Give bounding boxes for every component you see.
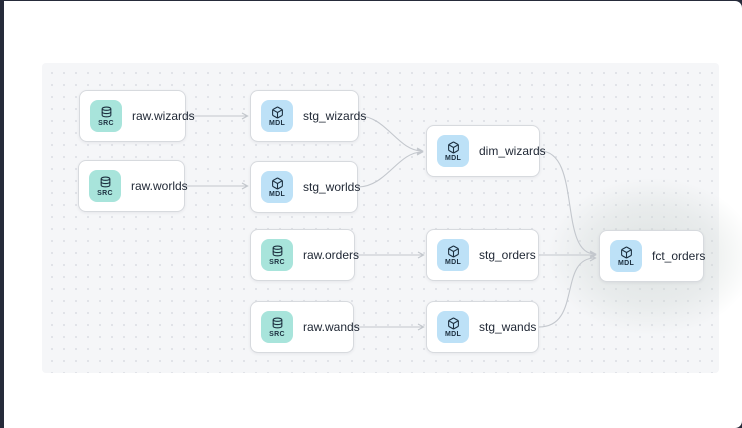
box-icon [620, 246, 632, 258]
badge-label: MDL [268, 190, 286, 198]
node-label: stg_worlds [303, 180, 361, 194]
node-stg-worlds[interactable]: MDL stg_worlds [250, 161, 361, 213]
source-badge: SRC [90, 100, 122, 132]
node-stg-wizards[interactable]: MDL stg_wizards [250, 90, 366, 142]
node-label: raw.worlds [131, 179, 188, 193]
source-badge: SRC [89, 170, 121, 202]
model-badge: MDL [261, 100, 293, 132]
node-raw-worlds[interactable]: SRC raw.worlds [78, 160, 188, 212]
node-label: dim_wizards [479, 144, 546, 158]
badge-label: MDL [444, 154, 462, 162]
box-icon [447, 245, 459, 257]
box-icon [271, 177, 283, 189]
badge-label: SRC [269, 330, 285, 338]
edge-stg-wizards-dim-wizards [358, 115, 424, 155]
box-icon [447, 141, 459, 153]
database-icon [101, 106, 111, 117]
edges-layer [185, 112, 597, 331]
source-badge: SRC [261, 239, 293, 271]
node-fct-orders[interactable]: MDL fct_orders [599, 230, 706, 282]
badge-label: MDL [268, 119, 286, 127]
node-raw-orders[interactable]: SRC raw.orders [250, 229, 359, 281]
node-raw-wands[interactable]: SRC raw.wands [250, 301, 360, 353]
node-label: raw.wizards [132, 109, 195, 123]
edge-stg-wands-fct-orders [538, 254, 597, 328]
app-page: SRC raw.wizards MDL stg_wizards SRC raw.… [4, 1, 742, 428]
database-icon [100, 176, 110, 187]
badge-label: MDL [617, 259, 635, 267]
badge-label: SRC [97, 189, 113, 197]
node-dim-wizards[interactable]: MDL dim_wizards [426, 125, 546, 177]
model-badge: MDL [437, 135, 469, 167]
node-label: raw.orders [303, 248, 360, 262]
node-label: stg_wands [479, 320, 537, 334]
model-badge: MDL [610, 240, 642, 272]
node-label: stg_orders [479, 248, 536, 262]
badge-label: MDL [444, 258, 462, 266]
badge-label: SRC [269, 258, 285, 266]
box-icon [271, 106, 283, 118]
badge-label: MDL [444, 330, 462, 338]
lineage-canvas[interactable]: SRC raw.wizards MDL stg_wizards SRC raw.… [42, 63, 742, 373]
model-badge: MDL [261, 171, 293, 203]
box-icon [447, 317, 459, 329]
node-stg-orders[interactable]: MDL stg_orders [426, 229, 539, 281]
node-label: fct_orders [652, 249, 706, 263]
badge-label: SRC [98, 119, 114, 127]
node-stg-wands[interactable]: MDL stg_wands [426, 301, 539, 353]
node-raw-wizards[interactable]: SRC raw.wizards [79, 90, 195, 142]
database-icon [272, 317, 282, 328]
edge-dim-wizards-fct-orders [539, 150, 597, 258]
edge-stg-worlds-dim-wizards [357, 148, 424, 188]
model-badge: MDL [437, 311, 469, 343]
node-label: stg_wizards [303, 109, 367, 123]
source-badge: SRC [261, 311, 293, 343]
model-badge: MDL [437, 239, 469, 271]
node-label: raw.wands [303, 320, 360, 334]
database-icon [272, 245, 282, 256]
